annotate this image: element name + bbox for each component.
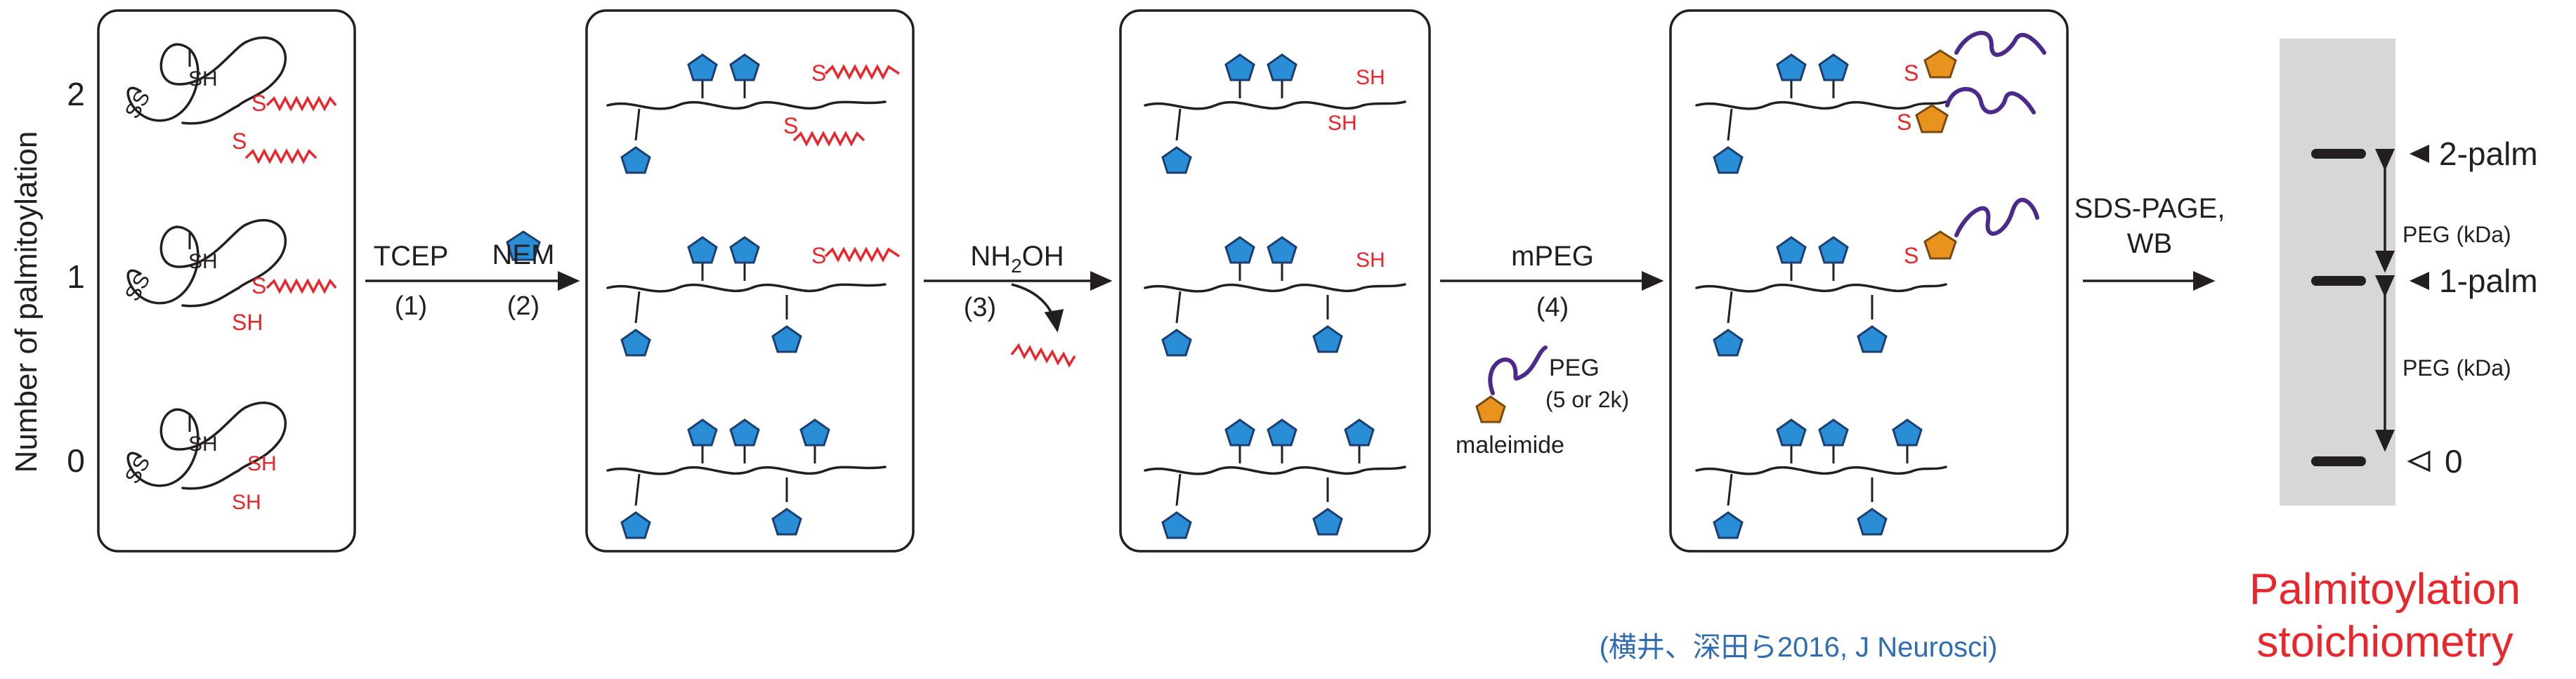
- peg-reagent-size: (5 or 2k): [1545, 387, 1629, 412]
- step-4-num: (4): [1536, 293, 1569, 322]
- panel-nem-blocked: [585, 9, 915, 553]
- free-thiol-2-palm: SH SH: [1144, 53, 1406, 174]
- svg-text:S: S: [783, 113, 798, 138]
- nem-reagent-icon: [506, 230, 541, 261]
- band-0-palm: [2311, 456, 2366, 466]
- result-title-line1: Palmitoylation: [2249, 565, 2521, 614]
- band-label-2-palm: 2-palm: [2439, 136, 2538, 172]
- free-thiol-0-palm: [1144, 418, 1406, 539]
- step-1-num: (1): [395, 291, 427, 321]
- free-thiol-1-palm: SH: [1144, 236, 1406, 357]
- panel-pegylated: [1669, 9, 2069, 553]
- svg-text:S: S: [811, 243, 826, 268]
- y-axis-title: Number of palmitoylation: [9, 131, 44, 473]
- pegylated-0-palm: [1695, 418, 1947, 539]
- svg-text:S: S: [251, 91, 266, 116]
- peg-reagent-label: PEG: [1549, 355, 1600, 381]
- svg-text:S: S: [1904, 60, 1918, 86]
- step-2-label: NEM: [492, 239, 555, 270]
- nem-blocked-2-palm: S S: [606, 53, 900, 174]
- step-5-label-line1: SDS-PAGE,: [2074, 193, 2225, 224]
- marker-2-palm-icon: [2410, 145, 2429, 163]
- step-1-label: TCEP: [374, 241, 449, 272]
- pegylated-1-palm: S: [1695, 197, 2039, 357]
- svg-text:SH: SH: [232, 310, 263, 335]
- nem-blocked-1-palm: S: [606, 236, 900, 357]
- released-palmitate-arrow: [1011, 283, 1064, 333]
- folded-protein-2-palm: SH SS S S: [121, 36, 337, 164]
- band-2-palm: [2311, 149, 2366, 159]
- gel-lane: [2280, 39, 2395, 506]
- citation: (横井、深田ら2016, J Neurosci): [1600, 632, 1998, 663]
- step-3-num: (3): [964, 293, 996, 322]
- svg-text:SH: SH: [188, 250, 218, 273]
- svg-text:SH: SH: [232, 491, 261, 514]
- step-2-num: (2): [507, 291, 540, 321]
- band-label-0: 0: [2445, 443, 2463, 480]
- band-label-1-palm: 1-palm: [2439, 263, 2538, 299]
- svg-text:S: S: [811, 60, 826, 86]
- marker-0-palm-icon: [2407, 450, 2431, 473]
- marker-1-palm-icon: [2410, 272, 2429, 290]
- svg-text:S: S: [1897, 110, 1911, 135]
- released-palmitate: [1010, 343, 1076, 368]
- y-level-0: 0: [67, 442, 85, 479]
- panel-hydroxylamine: [1119, 9, 1431, 553]
- step-4-label: mPEG: [1511, 241, 1594, 272]
- svg-text:SH: SH: [188, 433, 218, 456]
- svg-text:SH: SH: [1356, 249, 1385, 272]
- maleimide-reagent-icon: [1475, 395, 1506, 423]
- svg-text:SH: SH: [188, 67, 218, 91]
- peg-shift-upper-label: PEG (kDa): [2402, 222, 2511, 247]
- panel-folded-protein: [97, 9, 356, 553]
- svg-text:SH: SH: [1356, 66, 1385, 89]
- svg-text:S: S: [251, 273, 266, 298]
- pegylated-2-palm: S S: [1695, 30, 2046, 174]
- peg-reagent-chain: [1488, 345, 1548, 395]
- svg-text:S: S: [232, 128, 247, 154]
- y-level-1: 1: [67, 258, 85, 295]
- maleimide-label: maleimide: [1456, 432, 1564, 459]
- peg-shift-lower-label: PEG (kDa): [2402, 355, 2511, 381]
- step-3-label: NH2OH: [970, 241, 1064, 277]
- svg-text:SH: SH: [247, 452, 277, 475]
- band-1-palm: [2311, 276, 2366, 286]
- nem-blocked-0-palm: [606, 418, 887, 539]
- svg-text:SH: SH: [1328, 112, 1357, 135]
- y-level-2: 2: [67, 76, 85, 112]
- step-5-label-line2: WB: [2127, 228, 2172, 259]
- svg-text:S: S: [1904, 243, 1918, 268]
- result-title-line2: stoichiometry: [2256, 618, 2513, 666]
